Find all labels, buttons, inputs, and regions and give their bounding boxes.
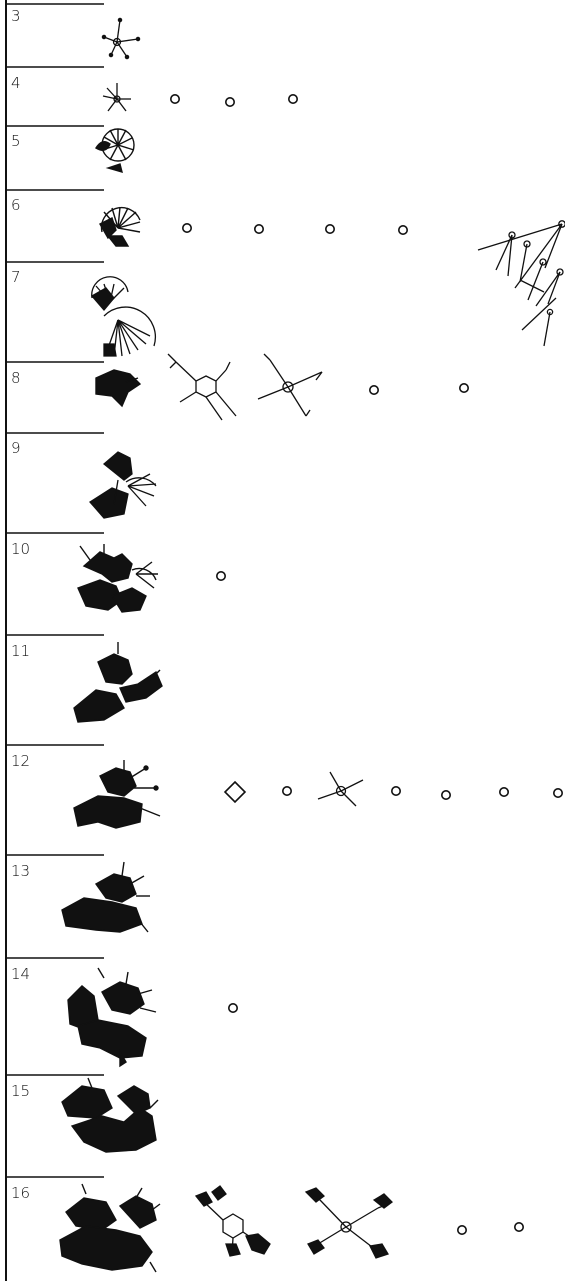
row-number-11: 11 bbox=[11, 642, 30, 660]
row-15-tree bbox=[62, 1078, 158, 1152]
row-9-tree bbox=[90, 452, 156, 518]
row-number-8: 8 bbox=[11, 369, 21, 387]
row-number-6: 6 bbox=[11, 196, 21, 214]
row-number-4: 4 bbox=[11, 74, 21, 92]
row-6-partial-tree bbox=[478, 221, 565, 346]
row-7-tree bbox=[92, 277, 156, 356]
row-12-tree bbox=[74, 760, 160, 828]
row-12-diamond bbox=[225, 782, 245, 802]
row-12-cross-tree bbox=[318, 772, 363, 806]
row-16-cross-tree bbox=[306, 1188, 392, 1258]
row-14-tree bbox=[68, 968, 156, 1066]
row-10-tree bbox=[78, 544, 158, 612]
row-number-5: 5 bbox=[11, 132, 21, 150]
row-number-3: 3 bbox=[11, 7, 21, 25]
row-6-tree bbox=[100, 207, 140, 246]
row-8-nodes bbox=[370, 384, 468, 394]
row-16-tree bbox=[60, 1184, 160, 1272]
row-number-14: 14 bbox=[11, 965, 30, 983]
row-number-16: 16 bbox=[11, 1184, 30, 1202]
row-4-tree bbox=[103, 83, 131, 111]
row-6-nodes bbox=[183, 224, 407, 234]
row-number-10: 10 bbox=[11, 540, 30, 558]
row-8-tree bbox=[96, 370, 140, 406]
row-number-12: 12 bbox=[11, 752, 30, 770]
row-number-13: 13 bbox=[11, 862, 30, 880]
row-13-tree bbox=[62, 862, 150, 932]
row-4-nodes bbox=[171, 95, 297, 106]
row-number-15: 15 bbox=[11, 1082, 30, 1100]
row-8-hexagon-tree bbox=[168, 354, 236, 420]
row-10-nodes bbox=[217, 572, 225, 580]
row-16-hexagon-tree bbox=[196, 1186, 270, 1256]
row-number-9: 9 bbox=[11, 439, 21, 457]
row-numbers: 3 4 5 6 7 8 9 10 11 12 13 14 15 16 bbox=[11, 7, 30, 1202]
row-14-nodes bbox=[229, 1004, 237, 1012]
row-number-7: 7 bbox=[11, 268, 21, 286]
row-5-tree bbox=[96, 129, 134, 172]
row-3-tree bbox=[102, 18, 139, 58]
row-8-cross-tree bbox=[258, 354, 322, 416]
row-11-tree bbox=[74, 642, 162, 722]
row-16-nodes bbox=[458, 1223, 523, 1234]
